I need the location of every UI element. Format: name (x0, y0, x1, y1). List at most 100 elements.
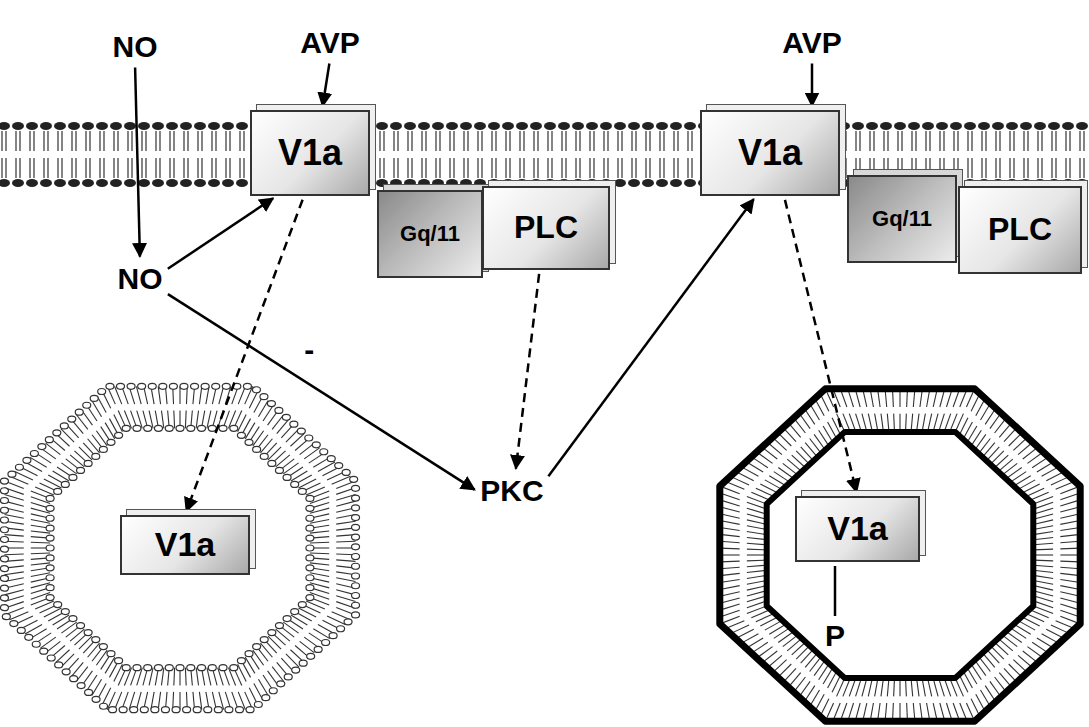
lipid-tail (253, 650, 264, 665)
lipid-tail (495, 158, 496, 178)
lipid-tail (173, 131, 174, 151)
lipid-head (291, 609, 299, 615)
lipid-head (92, 637, 100, 643)
lipid-head (306, 525, 314, 531)
lipid-head (282, 414, 290, 420)
lipid-head (92, 696, 100, 702)
lipid-tail (449, 158, 450, 178)
lipid-tail (411, 158, 412, 178)
lipid-head (82, 179, 94, 187)
mediator-label: NO (116, 261, 165, 296)
lipid-tail (336, 521, 355, 524)
lipid-tail (677, 158, 678, 178)
lipid-tail (449, 131, 450, 151)
lipid-tail (4, 535, 23, 536)
lipid-tail (201, 158, 202, 178)
lipid-head (670, 179, 682, 187)
lipid-head (0, 179, 10, 187)
lipid-head (299, 660, 307, 666)
lipid-head (329, 633, 337, 639)
receptor-box: V1a (700, 110, 840, 196)
lipid-head (109, 707, 117, 713)
lipid-tail (593, 131, 594, 151)
lipid-tail (225, 158, 226, 178)
lipid-tail (687, 131, 688, 151)
node-text: V1a (827, 510, 888, 547)
lipid-head (127, 383, 135, 389)
lipid-head (133, 425, 141, 431)
lipid-head (117, 383, 125, 389)
lipid-head (0, 527, 8, 533)
lipid-head (284, 674, 292, 680)
lipid-tail (565, 131, 566, 151)
lipid-tail (673, 131, 674, 151)
lipid-tail (589, 158, 590, 178)
lipid-tail (239, 158, 240, 178)
lipid-head (10, 621, 18, 627)
lipid-tail (687, 158, 688, 178)
lipid-head (154, 665, 162, 671)
lipid-tail (61, 158, 62, 178)
lipid-tail (845, 131, 846, 151)
lipid-tail (53, 471, 69, 481)
lipid-head (306, 585, 314, 591)
lipid-head (404, 122, 416, 130)
lipid-tail (29, 131, 30, 151)
lipid-tail (155, 131, 156, 151)
lipid-head (992, 122, 1004, 130)
lipid-tail (575, 158, 576, 178)
lipid-tail (481, 158, 482, 178)
lipid-head (586, 122, 598, 130)
lipid-head (84, 630, 92, 636)
lipid-tail (561, 158, 562, 178)
lipid-tail (1055, 131, 1056, 151)
lipid-head (198, 425, 206, 431)
lipid-tail (141, 131, 142, 151)
phosphate-leader (834, 566, 837, 616)
lipid-head (46, 505, 54, 511)
lipid-tail (173, 668, 175, 686)
lipid-head (418, 179, 430, 187)
lipid-tail (841, 131, 842, 151)
lipid-head (0, 498, 8, 504)
lipid-tail (477, 158, 478, 178)
lipid-head (307, 653, 315, 659)
lipid-tail (70, 629, 84, 641)
lipid-tail (467, 158, 468, 178)
lipid-head (46, 525, 54, 531)
lipid-tail (519, 131, 520, 151)
lipid-tail (31, 531, 50, 533)
lipid-tail (1079, 131, 1080, 151)
lipid-tail (607, 158, 608, 178)
lipid-head (61, 609, 69, 615)
lipid-head (978, 122, 990, 130)
lipid-head (122, 425, 130, 431)
lipid-head (376, 179, 388, 187)
lipid-head (25, 634, 33, 640)
lipid-head (30, 450, 38, 456)
lipid-tail (943, 131, 944, 151)
lipid-tail (495, 131, 496, 151)
lipid-tail (19, 158, 20, 178)
lipid-tail (663, 158, 664, 178)
lipid-tail (985, 158, 986, 178)
lipid-head (214, 707, 222, 713)
phosphate-label: P (825, 621, 845, 651)
lipid-head (237, 432, 245, 438)
lipid-tail (179, 692, 180, 710)
lipid-tail (407, 158, 408, 178)
lipid-tail (439, 131, 440, 151)
lipid-tail (523, 158, 524, 178)
lipid-head (558, 122, 570, 130)
lipid-head (0, 536, 8, 542)
lipid-tail (102, 688, 111, 705)
lipid-head (432, 122, 444, 130)
lipid-head (460, 122, 472, 130)
lipid-tail (61, 131, 62, 151)
lipid-head (98, 388, 106, 394)
lipid-tail (1009, 131, 1010, 151)
lipid-tail (393, 158, 394, 178)
lipid-tail (31, 542, 50, 544)
lipid-head (600, 122, 612, 130)
lipid-head (352, 592, 360, 598)
